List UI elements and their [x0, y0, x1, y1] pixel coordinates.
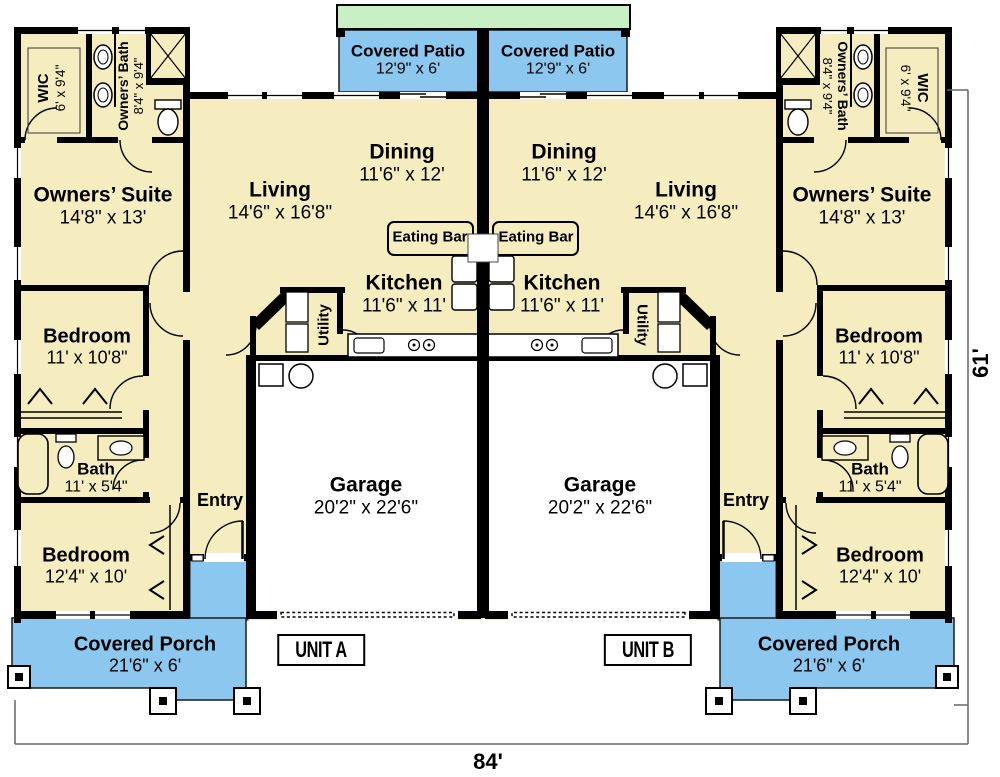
- dimension-lines: [14, 89, 969, 745]
- room-label-entry-a: Entry: [196, 489, 244, 510]
- room-label-bedroom-mid-b: Bedroom 11' x 10'8": [835, 325, 923, 369]
- room-label-living-b: Living 14'6" x 16'8": [633, 178, 739, 224]
- room-label-garage-b: Garage 20'2" x 22'6": [547, 473, 653, 519]
- room-label-dining-a: Dining 11'6" x 12': [359, 140, 445, 186]
- room-label-bedroom-mid-a: Bedroom 11' x 10'8": [43, 325, 131, 369]
- room-label-porch-b: Covered Porch 21'6" x 6': [757, 633, 901, 677]
- eating-bar-label-b: Eating Bar: [498, 228, 574, 246]
- room-label-owners-bath-b: Owners’ Bath 8'4" x 9'4": [820, 41, 852, 131]
- room-label-utility-a: Utility: [315, 304, 333, 346]
- unit-b-structure: [483, 25, 960, 716]
- room-label-patio-a: Covered Patio 12'9" x 6': [350, 41, 466, 78]
- room-label-living-a: Living 14'6" x 16'8": [227, 178, 333, 224]
- unit-a-structure: [7, 27, 481, 715]
- eating-bar-label-a: Eating Bar: [392, 228, 468, 246]
- room-label-kitchen-a: Kitchen 11'6" x 11': [361, 271, 447, 317]
- room-label-entry-b: Entry: [722, 489, 770, 510]
- room-label-bath-b: Bath 11' x 5'4": [838, 459, 902, 496]
- room-label-patio-b: Covered Patio 12'9" x 6': [500, 41, 616, 78]
- room-label-owners-bath-a: Owners’ Bath 8'4" x 9'4": [114, 41, 146, 131]
- room-label-wic-b: WIC 6' x 9'4": [898, 64, 931, 112]
- patio-roof: [336, 4, 631, 31]
- unit-a-tag: UNIT A: [277, 634, 365, 666]
- room-label-bedroom-front-a: Bedroom 12'4" x 10': [42, 544, 130, 588]
- room-label-bath-a: Bath 11' x 5'4": [64, 459, 128, 496]
- room-label-kitchen-b: Kitchen 11'6" x 11': [519, 271, 605, 317]
- room-label-owners-suite-b: Owners’ Suite 14'8" x 13': [792, 183, 932, 229]
- room-label-wic-a: WIC 6' x 9'4": [35, 64, 68, 112]
- room-label-dining-b: Dining 11'6" x 12': [521, 140, 607, 186]
- overall-width-dimension: 84': [473, 749, 503, 774]
- room-label-garage-a: Garage 20'2" x 22'6": [313, 473, 419, 519]
- room-label-porch-a: Covered Porch 21'6" x 6': [73, 633, 217, 677]
- unit-b-tag: UNIT B: [603, 634, 693, 666]
- room-label-owners-suite-a: Owners’ Suite 14'8" x 13': [33, 183, 173, 229]
- shared-chase: [467, 233, 499, 263]
- party-wall: [477, 27, 489, 618]
- room-label-utility-b: Utility: [633, 304, 651, 346]
- room-label-bedroom-front-b: Bedroom 12'4" x 10': [836, 544, 924, 588]
- overall-height-dimension: 61': [968, 348, 993, 378]
